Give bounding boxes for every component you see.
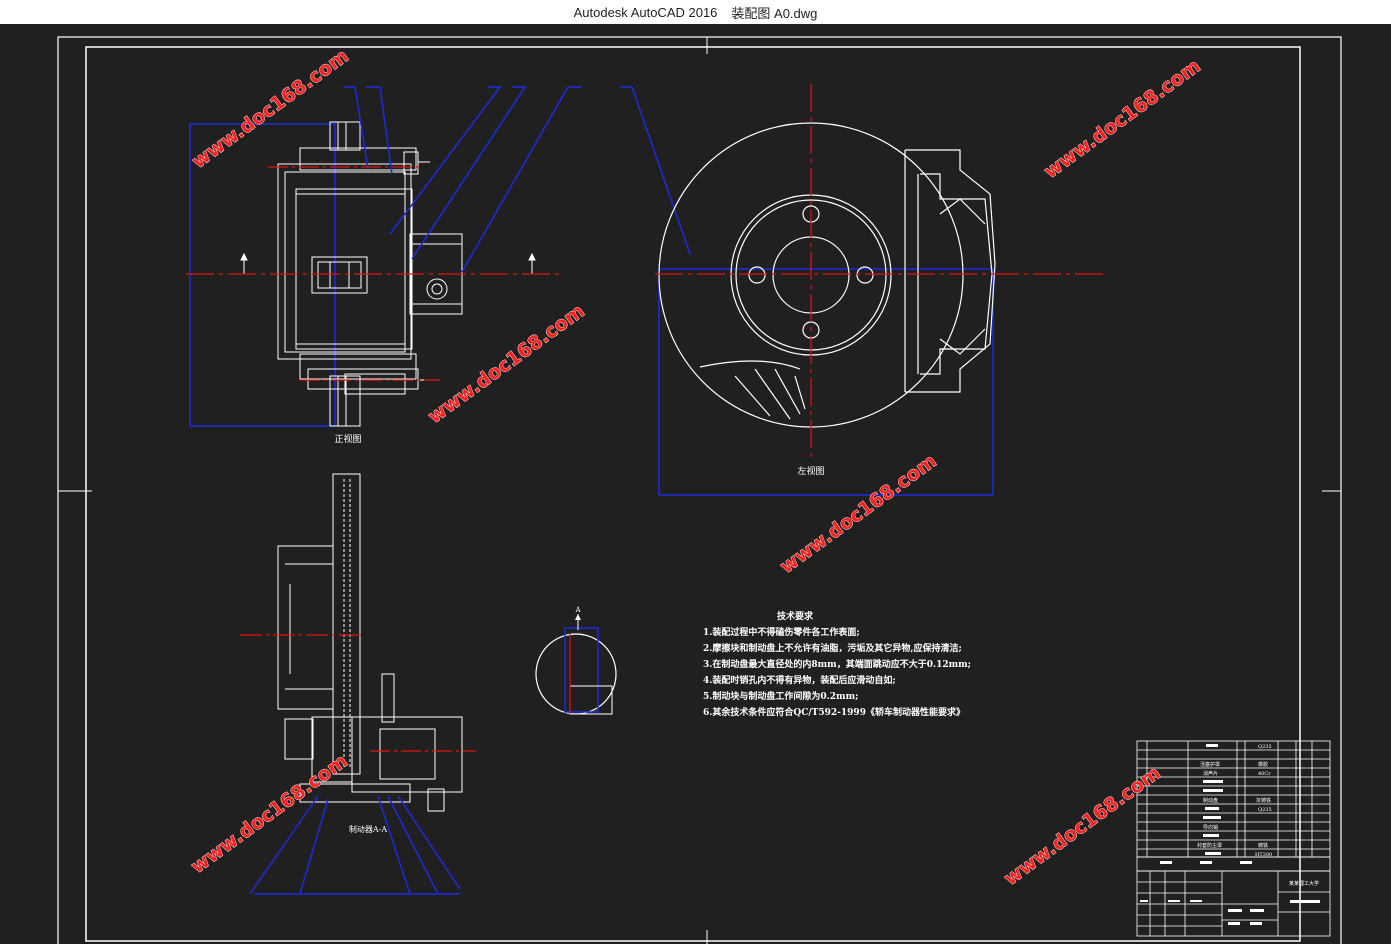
bom-material: 橡胶: [1258, 761, 1268, 768]
bom-material: 灰铸铁: [1256, 797, 1271, 804]
tech-req-line: 6.其余技术条件应符合QC/T592-1999《轿车制动器性能要求》: [703, 706, 965, 718]
title-block-school: 某某理工大学: [1289, 880, 1319, 887]
app-title: Autodesk AutoCAD 2016: [573, 4, 718, 20]
front-view-centerlines: [186, 166, 560, 381]
bom-material: 40Cr: [1258, 771, 1271, 777]
drawing-canvas[interactable]: 正视图 左视图: [0, 24, 1391, 944]
bom-material: Q235: [1258, 807, 1272, 813]
front-view: [189, 121, 536, 427]
bom-name: 消声片: [1203, 770, 1218, 777]
bom-name: 衬套防尘罩: [1197, 842, 1222, 849]
bom-name: 制动盘: [1203, 797, 1218, 804]
bom-material: Q235: [1258, 744, 1272, 750]
left-view-label: 左视图: [797, 465, 824, 477]
tech-req-title: 技术要求: [777, 610, 814, 622]
tech-req-line: 2.摩擦块和制动盘上不允许有油脂，污垢及其它异物,应保持清洁;: [703, 642, 962, 654]
section-view-centerlines: [240, 634, 476, 752]
bom-cell-text: Q235 橡胶 40Cr 灰铸铁 Q235 铸铁 HT200 活塞护罩 消声片 …: [1197, 744, 1272, 858]
detail-view: [535, 614, 617, 715]
tech-req-line: 4.装配时销孔内不得有异物，装配后应滑动自如;: [703, 674, 896, 686]
bom-name: 活塞护罩: [1200, 761, 1220, 768]
tech-req-line: 5.制动块与制动盘工作间隙为0.2mm;: [703, 690, 858, 702]
front-view-label: 正视图: [334, 433, 361, 445]
bom-filled-cells: [1160, 744, 1252, 864]
bom-material: HT200: [1255, 852, 1272, 858]
tech-req-line: 3.在制动盘最大直径处的内8mm，其端面跳动应不大于0.12mm;: [703, 658, 971, 670]
title-block: [1136, 856, 1331, 937]
bom-name: 导向销: [1203, 824, 1218, 831]
front-view-hatch-boundary: [189, 123, 336, 427]
title-block-filled: [1140, 900, 1320, 925]
left-view-centerlines: [655, 84, 1105, 459]
file-name: 装配图 A0.dwg: [731, 5, 818, 21]
tech-requirements: 技术要求 1.装配过程中不得磕伤零件各工作表面; 2.摩擦块和制动盘上不允许有油…: [703, 610, 971, 718]
section-marker-a: A: [574, 606, 581, 614]
section-view: [277, 473, 463, 812]
left-view-hatch-boundary: [658, 268, 994, 496]
window-title-bar: Autodesk AutoCAD 2016 装配图 A0.dwg: [0, 0, 1391, 24]
frame-center-marks: [58, 37, 1341, 944]
inner-frame: [85, 46, 1301, 942]
section-view-leaders: [249, 795, 461, 895]
bom-material: 铸铁: [1258, 842, 1268, 849]
section-view-label: 制动器A-A: [349, 824, 387, 834]
tech-req-line: 1.装配过程中不得磕伤零件各工作表面;: [703, 626, 860, 638]
front-view-leaders: [343, 86, 691, 273]
